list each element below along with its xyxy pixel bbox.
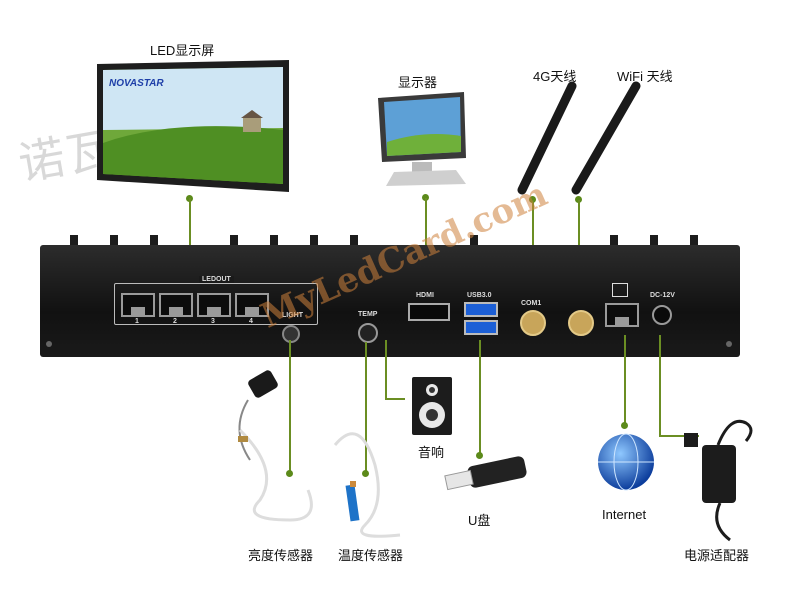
antenna-4g xyxy=(517,81,577,195)
temp-sensor-label: 温度传感器 xyxy=(338,548,404,563)
connector-line-power xyxy=(659,335,661,437)
connector-line-led xyxy=(189,198,191,264)
speaker-label: 音响 xyxy=(418,445,445,460)
heatsink-fin xyxy=(650,235,658,253)
monitor-label: 显示器 xyxy=(398,75,438,90)
heatsink-fin xyxy=(110,235,118,253)
heatsink-fin xyxy=(70,235,78,253)
com1-antenna-connector[interactable] xyxy=(520,310,546,336)
connector-dot xyxy=(362,470,369,477)
antennas-image xyxy=(517,81,641,195)
monitor-image xyxy=(378,92,466,186)
connector-line-temp xyxy=(365,342,367,472)
connector-line-internet xyxy=(624,335,626,425)
light-label: LIGHT xyxy=(282,312,303,319)
usb-disk-image xyxy=(444,456,527,491)
connector-line-usb xyxy=(479,340,481,456)
connector-dot xyxy=(476,452,483,459)
connector-line-speaker xyxy=(385,340,387,400)
usb-label: USB3.0 xyxy=(467,292,492,299)
com1-label: COM1 xyxy=(521,300,542,307)
led-display-image: NOVASTAR xyxy=(97,60,289,192)
antenna-wifi xyxy=(571,81,641,195)
heatsink-fin xyxy=(270,235,278,253)
power-adapter-image xyxy=(684,419,753,542)
usb-port-1[interactable] xyxy=(464,302,498,317)
heatsink-fin xyxy=(470,235,478,253)
port-number: 3 xyxy=(211,318,215,325)
ledout-port-1[interactable] xyxy=(121,293,155,317)
heatsink-fin xyxy=(690,235,698,253)
led-display-label: LED显示屏 xyxy=(150,43,215,58)
connector-line-brightness xyxy=(289,340,291,472)
hdmi-port[interactable] xyxy=(408,303,450,321)
screw xyxy=(726,341,732,347)
connector-dot xyxy=(621,422,628,429)
power-adapter-label: 电源适配器 xyxy=(684,548,750,563)
connector-line-4g xyxy=(532,200,534,282)
brightness-sensor-image xyxy=(238,370,313,522)
brightness-sensor-label: 亮度传感器 xyxy=(248,548,314,563)
connector-dot xyxy=(286,470,293,477)
ledout-port-3[interactable] xyxy=(197,293,231,317)
screen-brand-text: NOVASTAR xyxy=(109,78,164,89)
connector-line-speaker-h xyxy=(385,398,405,400)
hdmi-label: HDMI xyxy=(416,292,434,299)
screw xyxy=(46,341,52,347)
heatsink-fin xyxy=(150,235,158,253)
connector-line-wifi xyxy=(578,200,580,282)
heatsink-fin xyxy=(230,235,238,253)
heatsink-fin xyxy=(350,235,358,253)
wifi-antenna-connector[interactable] xyxy=(568,310,594,336)
lan-port[interactable] xyxy=(605,303,639,327)
light-port[interactable] xyxy=(282,325,300,343)
internet-globe-icon xyxy=(598,433,654,491)
usb-port-2[interactable] xyxy=(464,320,498,335)
connector-dot xyxy=(529,196,536,203)
port-number: 2 xyxy=(173,318,177,325)
speaker-image xyxy=(412,377,452,435)
port-number: 4 xyxy=(249,318,253,325)
port-number: 1 xyxy=(135,318,139,325)
heatsink-fin xyxy=(610,235,618,253)
network-icon xyxy=(612,283,628,297)
ledout-port-2[interactable] xyxy=(159,293,193,317)
usb-disk-label: U盘 xyxy=(468,513,491,528)
antenna-4g-label: 4G天线 xyxy=(533,69,577,84)
connector-line-power-h xyxy=(659,435,699,437)
internet-label: Internet xyxy=(602,507,647,522)
connector-dot xyxy=(422,194,429,201)
ledout-panel xyxy=(114,283,318,325)
temp-port[interactable] xyxy=(358,323,378,343)
connector-dot xyxy=(575,196,582,203)
temp-label: TEMP xyxy=(358,311,378,318)
dc-label: DC-12V xyxy=(650,292,675,299)
device-chassis: LEDOUT 1 2 3 4 LIGHT TEMP HDMI USB3.0 CO… xyxy=(40,245,740,357)
ledout-label: LEDOUT xyxy=(199,276,234,283)
ledout-port-4[interactable] xyxy=(235,293,269,317)
connector-line-monitor xyxy=(425,198,427,284)
temp-sensor-image xyxy=(333,432,401,538)
antenna-wifi-label: WiFi 天线 xyxy=(617,69,673,84)
dc-power-port[interactable] xyxy=(652,305,672,325)
heatsink-fin xyxy=(310,235,318,253)
